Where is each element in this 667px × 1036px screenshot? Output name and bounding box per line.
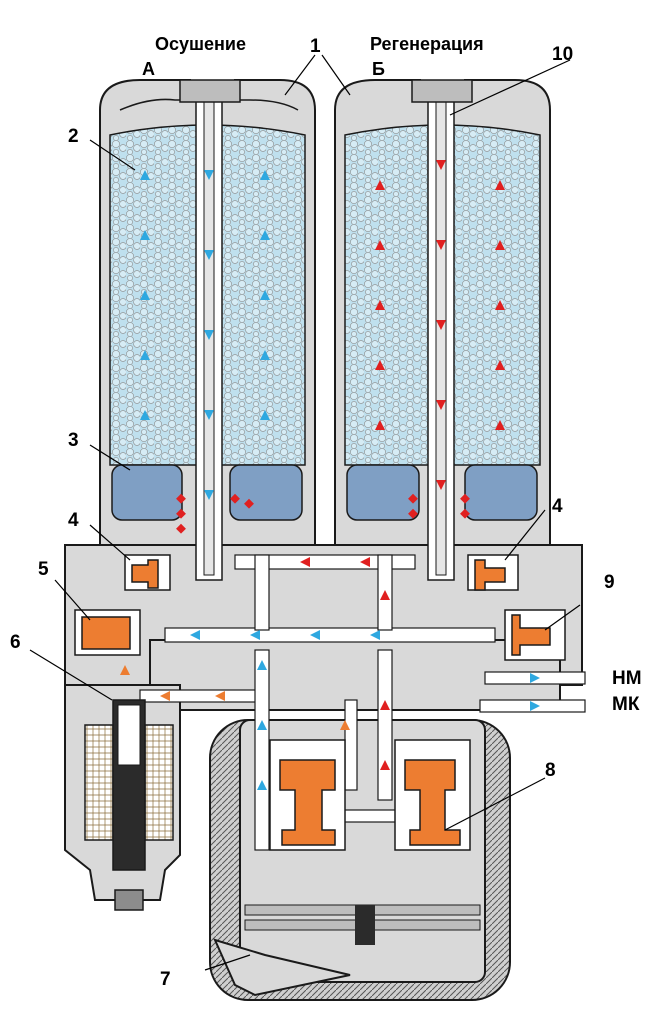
title-left-mode: Осушение [155, 34, 246, 54]
cartridge-a-nut [179, 79, 241, 103]
cartridge-b-nut [411, 79, 473, 103]
callout-7: 7 [160, 969, 171, 990]
callout-10: 10 [552, 44, 573, 65]
piston-valve-8-left [269, 739, 346, 851]
cartridge-b-filter-right [464, 464, 538, 521]
cartridge-b-filter-left [346, 464, 420, 521]
port-nm: НМ [612, 668, 642, 689]
callout-3: 3 [68, 430, 79, 451]
title-right-mode: Регенерация [370, 34, 484, 54]
flow-arrows-regen [300, 160, 505, 770]
cartridge-a-filter-left [111, 464, 183, 521]
flow-arrows-control [120, 665, 350, 730]
piston-valve-8-right [394, 739, 471, 851]
callout-5: 5 [38, 559, 49, 580]
port-mk: МК [612, 694, 640, 715]
title-left-letter: А [142, 59, 155, 79]
solenoid-valve-6 [84, 699, 174, 911]
callout-2: 2 [68, 126, 79, 147]
exhaust-pipe [213, 938, 351, 997]
flow-arrows-dry [140, 170, 540, 790]
callout-9: 9 [604, 572, 615, 593]
check-valve-4-right [467, 554, 519, 591]
callout-1: 1 [310, 36, 321, 57]
callout-4-left: 4 [68, 510, 79, 531]
title-right-letter: Б [372, 59, 385, 79]
cartridge-a-filter-right [229, 464, 303, 521]
cartridge-b-rod [435, 99, 447, 576]
valve-5 [74, 609, 141, 656]
callout-6: 6 [10, 632, 21, 653]
labels: Осушение А Регенерация Б 1 10 2 3 4 4 5 … [10, 34, 642, 990]
callout-8: 8 [545, 760, 556, 781]
leader-lines [29, 54, 581, 971]
bottom-plates [244, 904, 481, 945]
check-valve-4-left [124, 554, 171, 591]
valve-9 [504, 609, 566, 661]
cartridge-b [334, 79, 551, 581]
callout-4-right: 4 [552, 496, 563, 517]
